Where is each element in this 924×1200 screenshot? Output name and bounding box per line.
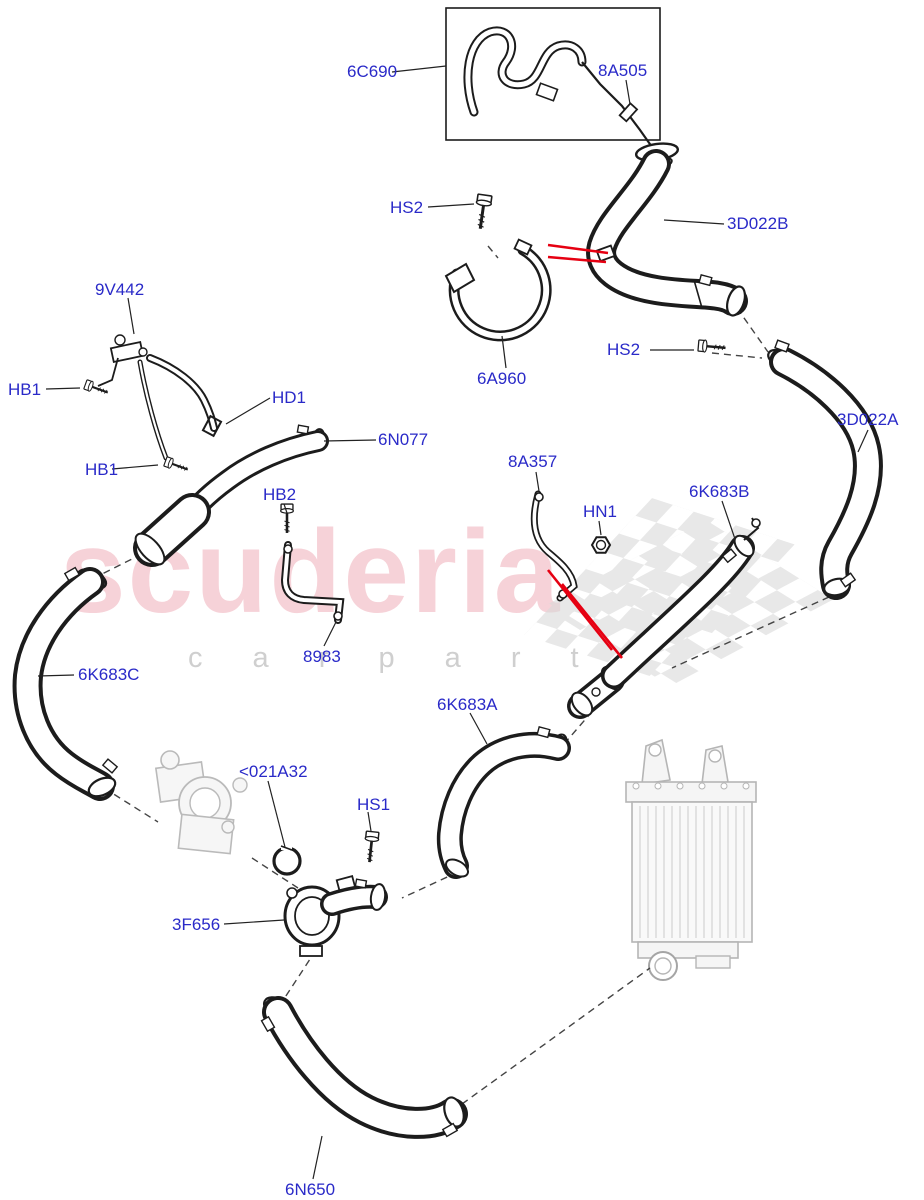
sensor-8a505 (618, 102, 639, 123)
valve-pipe-9v442 (97, 334, 223, 461)
hose-6n650 (260, 996, 468, 1139)
bracket-8983 (280, 541, 345, 624)
part-label-6N077: 6N077 (378, 430, 429, 449)
assembly-box-6c690 (445, 7, 661, 148)
assembly-dashed-lines (97, 245, 841, 1105)
part-label-HB1-lower: HB1 (85, 460, 119, 479)
o-ring-021a32 (272, 844, 302, 876)
part-label-HB1-upper: HB1 (8, 380, 42, 399)
part-label-9V442: 9V442 (95, 280, 145, 299)
part-label-HS1: HS1 (357, 795, 391, 814)
part-label-3F656: 3F656 (172, 915, 221, 934)
bolt-hs2-top (471, 192, 494, 232)
nut-hn1 (590, 536, 612, 554)
bolt-hb1-lower (162, 455, 191, 476)
bracket-8a357 (530, 490, 578, 602)
hose-6k683a (436, 725, 571, 879)
hose-6k683c (12, 566, 119, 801)
hose-3d022a (767, 339, 883, 600)
part-label-6K683B: 6K683B (689, 482, 750, 501)
part-label-6K683C: 6K683C (78, 665, 140, 684)
part-label-HD1: HD1 (272, 388, 307, 407)
bolt-hs1 (361, 829, 381, 865)
part-label-6A960: 6A960 (477, 369, 527, 388)
part-label-6N650: 6N650 (285, 1180, 336, 1199)
thermostat-3f656 (283, 875, 388, 957)
part-label-6K683A: 6K683A (437, 695, 498, 714)
part-label-3D022A: 3D022A (837, 410, 899, 429)
part-label-8983: 8983 (303, 647, 341, 666)
part-label-8A357: 8A357 (508, 452, 558, 471)
intercooler-ghost (625, 738, 757, 981)
part-label-HS2-top: HS2 (390, 198, 424, 217)
part-label-HS2-right: HS2 (607, 340, 641, 359)
part-label-021A32: <021A32 (239, 762, 308, 781)
watermark-brand: scuderia (60, 506, 562, 638)
part-label-6C690: 6C690 (347, 62, 398, 81)
bolt-hs2-right (696, 338, 728, 356)
bolt-hb2 (279, 502, 295, 535)
hose-6k683b (567, 517, 761, 719)
label-leader-lines (37, 65, 869, 1180)
clamp-bracket-6a960 (444, 238, 552, 342)
hose-3d022b (586, 142, 748, 317)
highlight-leader-lines (546, 243, 624, 659)
part-label-HB2: HB2 (263, 485, 297, 504)
turbo-unit-ghost (154, 750, 248, 855)
clamp-hd1 (201, 414, 223, 438)
part-label-3D022B: 3D022B (727, 214, 789, 233)
part-label-8A505: 8A505 (598, 61, 648, 80)
part-label-HN1: HN1 (583, 502, 618, 521)
hose-6n077 (133, 424, 329, 567)
